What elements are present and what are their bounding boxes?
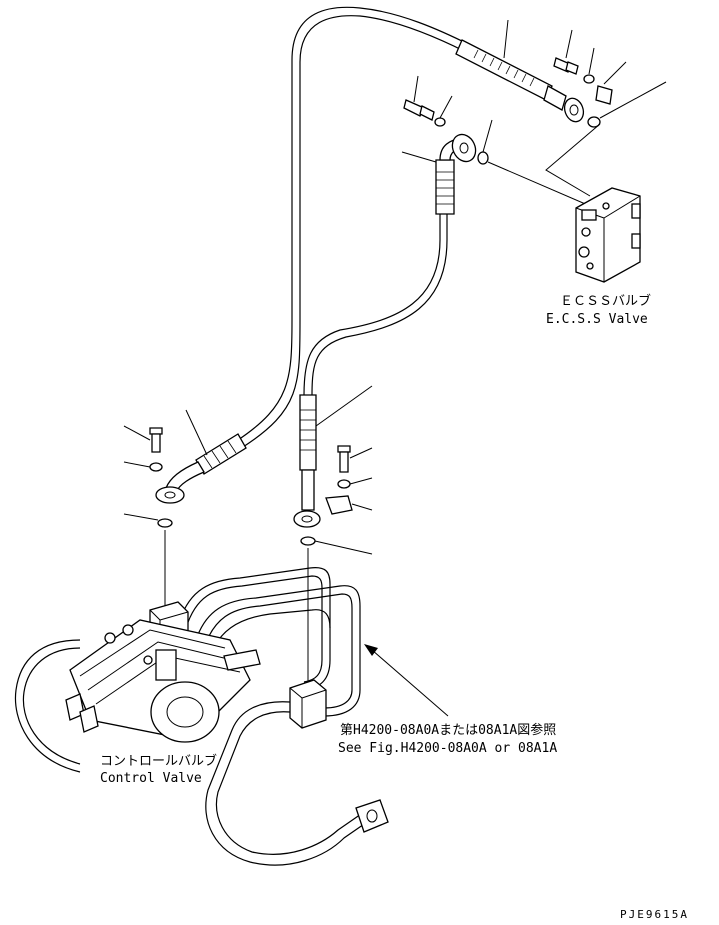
elbow-fitting-middle-upper — [435, 133, 477, 215]
drawing-code: PJE9615A — [620, 908, 689, 921]
leader-lines-left — [123, 409, 208, 521]
control-valve-body — [65, 619, 261, 743]
o-ring-left — [157, 518, 173, 528]
hose-middle — [303, 214, 448, 396]
flange-block-tubes — [289, 679, 327, 729]
washer-left — [149, 462, 163, 472]
split-flange-middle-lower — [325, 495, 353, 515]
reference-label-ja: 第H4200-08A0Aまたは08A1A図参照 — [340, 722, 556, 738]
ecss-valve-label-en: E.C.S.S Valve — [546, 312, 648, 327]
hose-sleeve-left — [155, 433, 247, 504]
leader-lines-middle-lower — [314, 385, 373, 555]
washer-upper-right — [583, 74, 595, 84]
ecss-valve-body — [575, 187, 641, 283]
flange-upper-right — [563, 97, 585, 123]
reference-label-en: See Fig.H4200-08A0A or 08A1A — [338, 741, 557, 756]
tube-lower-left-loop — [14, 639, 81, 773]
washer-middle-upper — [434, 117, 446, 127]
leader-lines-upper-right — [503, 19, 667, 119]
hose-left-to-upper-right — [237, 6, 471, 448]
ecss-valve-label-ja: ＥＣＳＳバルブ — [560, 293, 651, 309]
hose-sleeve-upper-right — [455, 39, 567, 111]
bolt-left — [149, 427, 163, 453]
control-valve-label-ja: コントロールバルブ — [100, 753, 217, 769]
bolt-middle-upper — [403, 99, 435, 121]
reference-arrow — [364, 644, 449, 717]
control-valve-label-en: Control Valve — [100, 771, 202, 786]
tube-lower-right — [205, 701, 389, 866]
hose-sleeve-middle-lower — [293, 394, 321, 528]
o-ring-upper-right — [587, 116, 601, 128]
o-ring-middle-upper — [477, 151, 489, 165]
bolt-upper-right — [553, 57, 579, 75]
bolt-middle-lower — [337, 445, 351, 473]
leader-lines-middle-upper — [401, 75, 591, 207]
leader-to-ecss-valve — [545, 123, 601, 197]
split-flange-upper-right — [595, 85, 613, 105]
washer-middle-lower — [337, 479, 351, 489]
o-ring-middle-lower — [300, 536, 316, 546]
